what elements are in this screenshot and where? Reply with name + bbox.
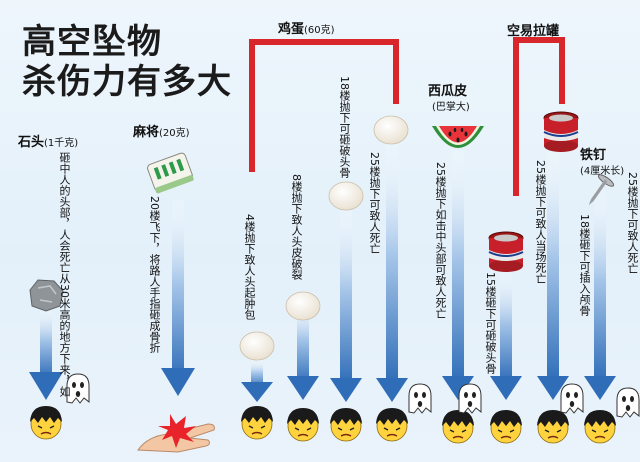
nail-description-18f: 18楼砸下可插入颅骨 bbox=[578, 214, 591, 316]
watermelon-name: 西瓜皮 bbox=[428, 84, 468, 99]
mahjong-name: 麻将 bbox=[133, 125, 160, 140]
can-bracket bbox=[513, 37, 565, 196]
can-image-15f bbox=[488, 231, 524, 273]
egg-weight: (60克) bbox=[304, 25, 335, 36]
title-line-1: 高空坠物 bbox=[22, 22, 162, 62]
nail-name: 铁钉 bbox=[580, 148, 607, 163]
egg-image-18f bbox=[328, 181, 364, 211]
arrows bbox=[29, 144, 616, 402]
can-description-15f: 15楼砸下可砸破头骨 bbox=[484, 272, 497, 374]
stone-name: 石头 bbox=[18, 135, 45, 150]
watermelon-image bbox=[432, 126, 484, 148]
can-description-25f: 25楼抛下可致人当场死亡 bbox=[534, 160, 547, 284]
nail-description-25f: 25楼抛下可致人死亡 bbox=[626, 172, 639, 274]
mahjong-description: 20楼飞下，将路人手指砸成骨折 bbox=[148, 196, 161, 353]
egg-description-8f: 8楼抛下致人头皮破裂 bbox=[290, 174, 303, 280]
egg-description-25f: 25楼抛下可致人死亡 bbox=[368, 152, 381, 254]
mahjong-weight: (20克) bbox=[159, 128, 190, 139]
egg-label: 鸡蛋(60克) bbox=[278, 22, 335, 39]
nail-label: 铁钉 (4厘米长) bbox=[580, 148, 624, 180]
nail-weight: (4厘米长) bbox=[580, 166, 625, 177]
nail-image bbox=[588, 174, 615, 206]
egg-description-4f: 4楼抛下致人头起肿包 bbox=[243, 214, 256, 320]
mahjong-image bbox=[147, 152, 194, 194]
watermelon-label: 西瓜皮 (巴掌大) bbox=[428, 84, 470, 116]
title-line-2: 杀伤力有多大 bbox=[22, 62, 232, 102]
watermelon-weight: (巴掌大) bbox=[432, 102, 470, 113]
stone-image bbox=[29, 279, 64, 312]
stone-weight: (1千克) bbox=[44, 138, 79, 149]
victims bbox=[29, 373, 640, 453]
egg-image-8f bbox=[285, 291, 321, 321]
mahjong-label: 麻将(20克) bbox=[133, 125, 190, 142]
can-label: 空易拉罐 bbox=[507, 24, 560, 39]
egg-bracket bbox=[249, 39, 399, 172]
egg-name: 鸡蛋 bbox=[278, 22, 305, 37]
egg-image-25f bbox=[373, 115, 409, 145]
can-image-25f bbox=[543, 111, 579, 153]
watermelon-description: 25楼抛下如击中头部可致人死亡 bbox=[434, 162, 447, 319]
hand-image bbox=[137, 414, 215, 453]
stone-description: 砸中人的头部，人会死亡从30米高的地方下来，如 bbox=[58, 152, 71, 397]
egg-image-4f bbox=[239, 331, 275, 361]
egg-description-18f: 18楼抛下可砸破头骨 bbox=[338, 76, 351, 178]
stone-label: 石头(1千克) bbox=[18, 135, 78, 152]
